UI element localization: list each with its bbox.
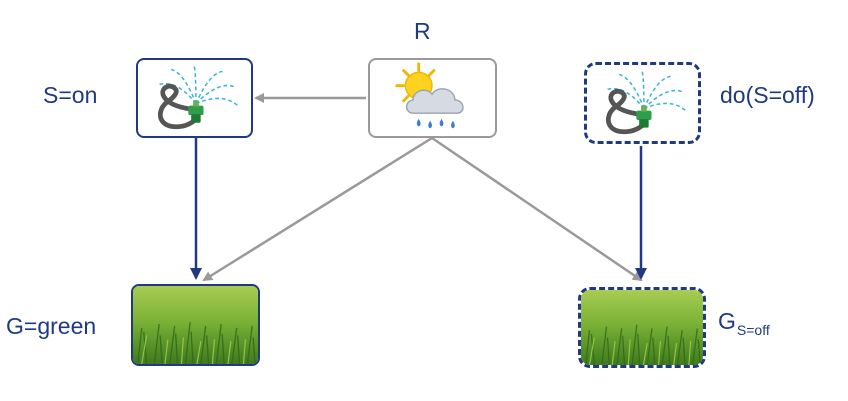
node-rain (368, 58, 497, 138)
label-r: R (414, 18, 431, 44)
sun-rain-cloud-icon (395, 62, 464, 129)
sprinkler-icon (605, 70, 687, 135)
node-grass-observed (131, 284, 260, 366)
label-g-main: G (718, 308, 736, 334)
label-s-on: S=on (43, 82, 98, 108)
label-do-s-off: do(S=off) (720, 82, 815, 108)
node-grass-counterfactual (578, 287, 706, 368)
label-g-subscript: S=off (736, 322, 770, 338)
node-sprinkler-do (584, 62, 701, 144)
label-g-green: G=green (6, 313, 97, 339)
sprinkler-icon (157, 65, 239, 130)
label-g-s-off: GS=off (718, 308, 770, 338)
edge-r-to-g (202, 136, 433, 282)
grass-icon (581, 290, 703, 365)
grass-icon (133, 286, 258, 364)
edge-r-to-gcf (431, 136, 643, 282)
node-sprinkler-on (136, 58, 253, 138)
